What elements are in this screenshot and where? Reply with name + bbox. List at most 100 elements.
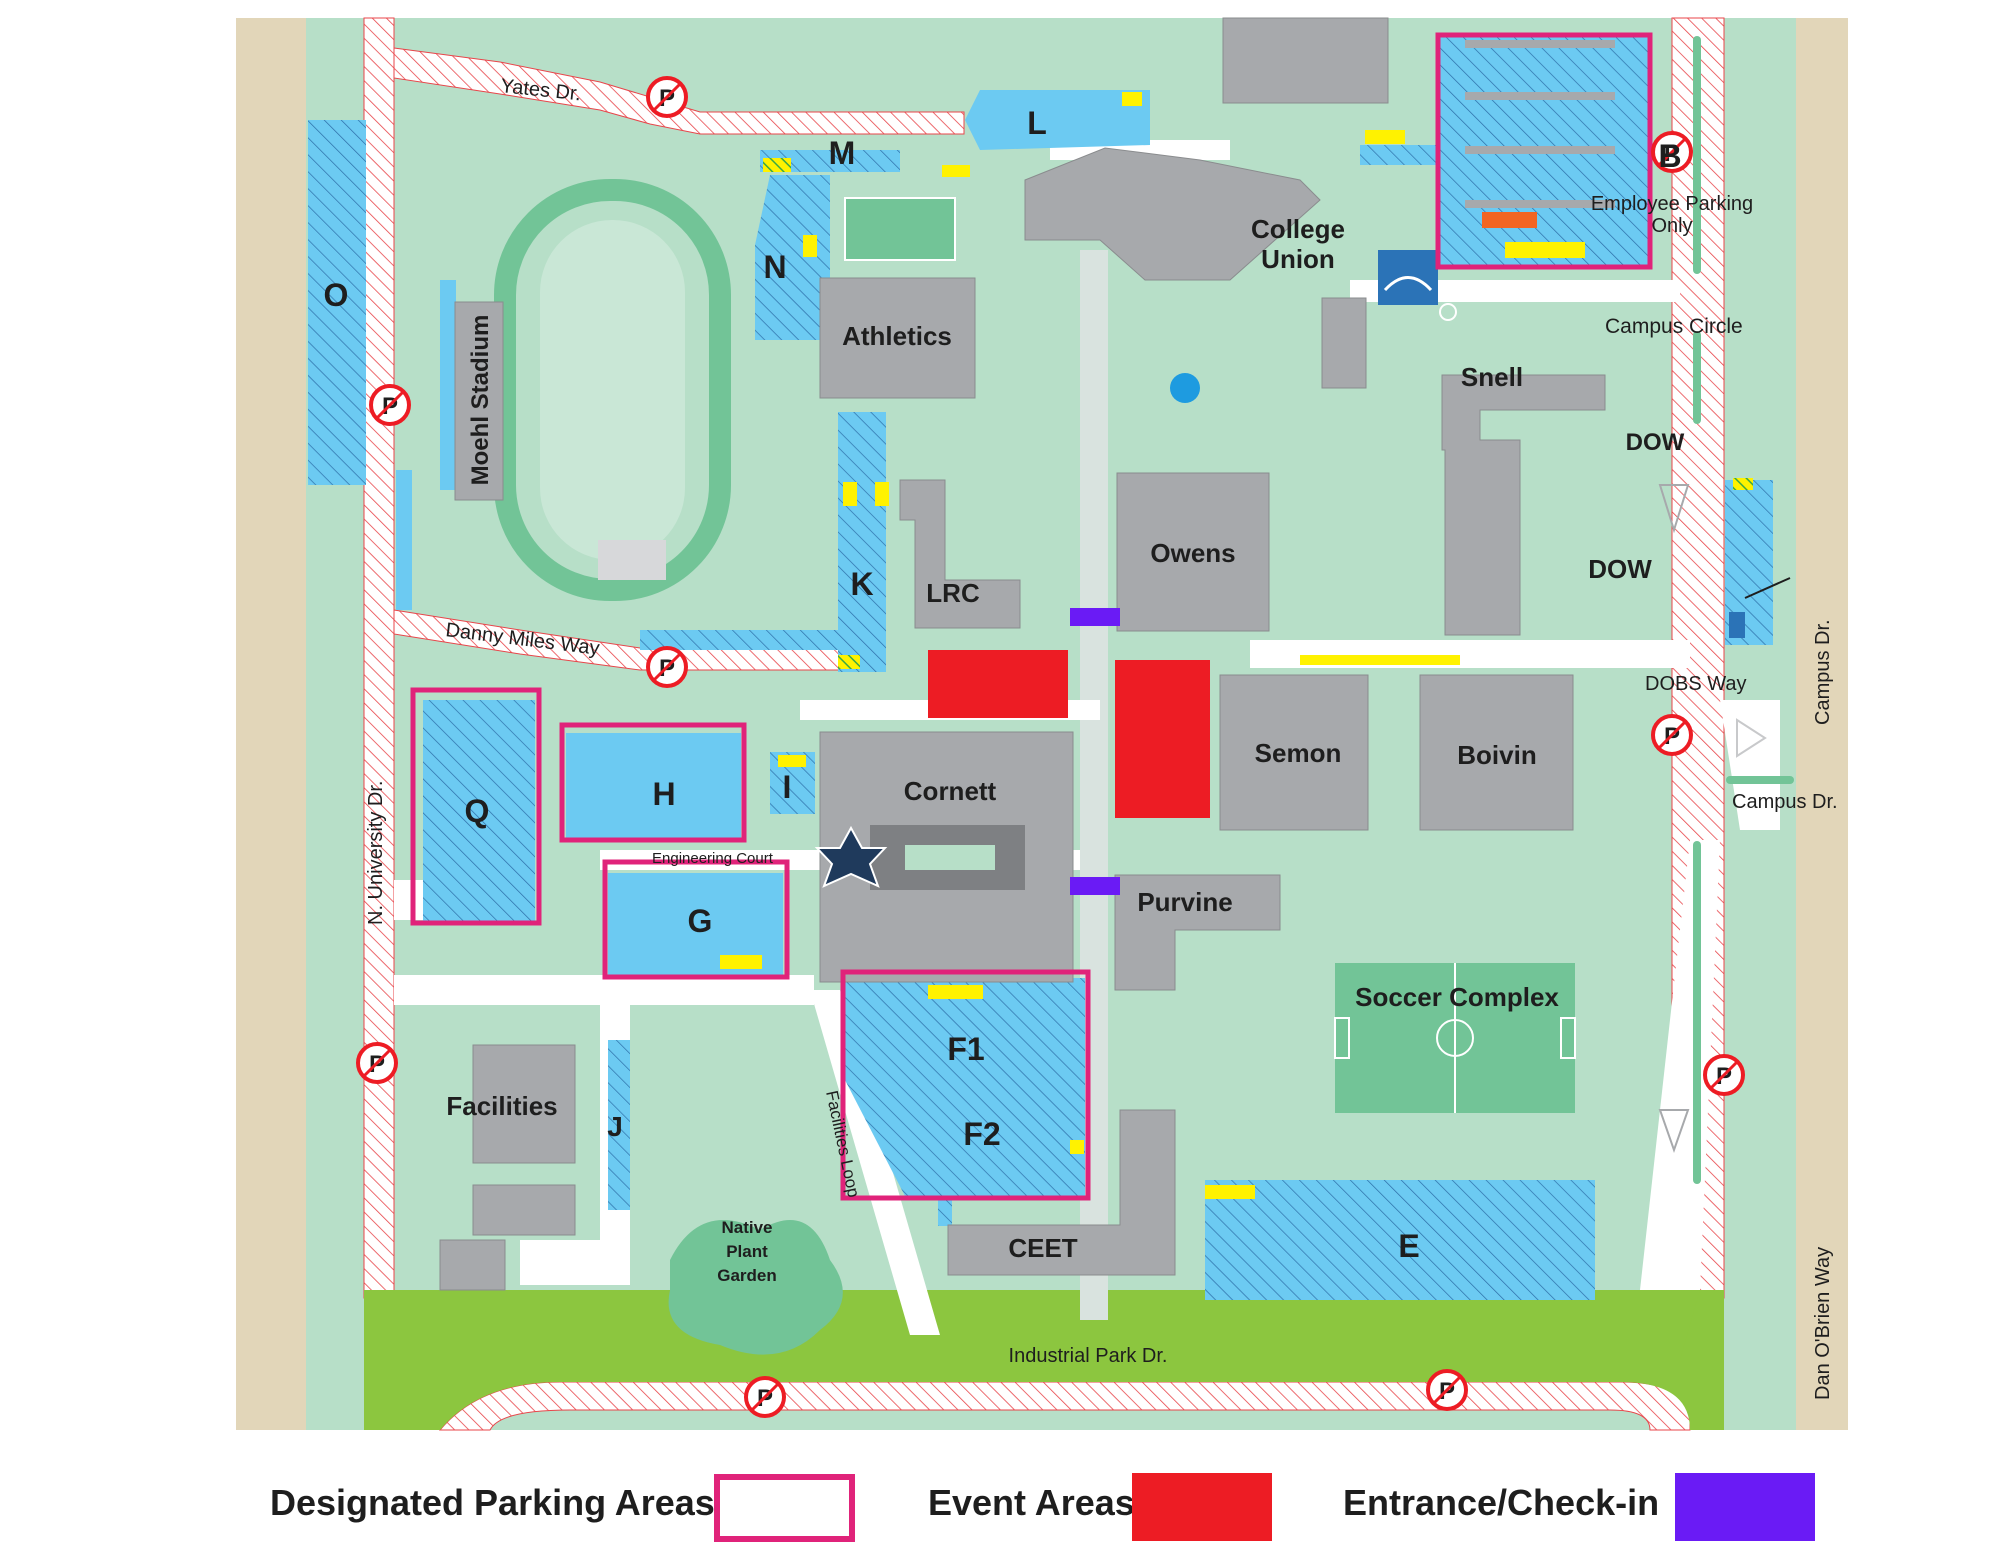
legend-event-label: Event Areas (928, 1482, 1135, 1523)
lot-label-k: K (850, 566, 873, 602)
entrance-1 (1070, 608, 1120, 626)
event-areas (928, 650, 1210, 818)
building-lrc (899, 479, 1021, 629)
tan-border-right (1796, 18, 1848, 1430)
garden-label-2: Plant (726, 1242, 768, 1261)
lot-label-g: G (688, 903, 713, 939)
legend-event-swatch (1132, 1473, 1272, 1541)
building-label-owens: Owens (1150, 538, 1235, 568)
yellow-markers (720, 92, 1585, 1199)
designated-f (840, 969, 1091, 1201)
building-college-union (1024, 147, 1321, 281)
lot-k (838, 412, 886, 672)
building-ceet (947, 1109, 1176, 1276)
stadium-track (494, 179, 731, 601)
building-snell-small (1321, 297, 1367, 389)
building-label-purvine: Purvine (1137, 887, 1232, 917)
building-label-college: College (1251, 214, 1345, 244)
road-label-campus-circle: Campus Circle (1605, 315, 1743, 338)
lot-label-f1: F1 (947, 1031, 984, 1067)
lot-label-e: E (1398, 1228, 1419, 1264)
building-boivin (1419, 674, 1574, 831)
no-parking-symbols: P P P P P P P P P (356, 76, 1745, 1418)
lot-m (760, 150, 900, 172)
lot-label-q: Q (465, 793, 490, 829)
lot-label-n: N (763, 249, 786, 285)
buildings (439, 17, 1606, 1291)
building-semon (1219, 674, 1369, 831)
lot-l (965, 90, 1150, 150)
building-facilities-2 (472, 1184, 576, 1236)
road-label-dobs-way: DOBS Way (1645, 673, 1747, 695)
garden-label-3: Garden (717, 1266, 777, 1285)
no-parking-9: P (1426, 1369, 1468, 1411)
lot-e (1205, 1180, 1595, 1300)
lot-label-f2: F2 (963, 1116, 1000, 1152)
road-label-campus-dr-vertical: Campus Dr. (1812, 619, 1834, 725)
lot-b-strip (1360, 145, 1440, 165)
building-label-dow-2: DOW (1588, 554, 1652, 584)
employee-note-2: Only (1651, 215, 1692, 237)
building-moehl (454, 301, 504, 501)
ev-charger-icon (1729, 612, 1745, 638)
designated-areas (410, 32, 1653, 1201)
basketball-court (844, 197, 956, 261)
designated-q (410, 687, 542, 926)
garden-label-1: Native (721, 1218, 772, 1237)
entrance-2 (1070, 877, 1120, 895)
building-label-facilities: Facilities (446, 1091, 557, 1121)
building-label-moehl: Moehl Stadium (467, 315, 494, 486)
building-label-union: Union (1261, 244, 1335, 274)
building-label-snell: Snell (1461, 362, 1523, 392)
lot-label-m: M (829, 135, 856, 171)
legend: Designated Parking Areas Event Areas Ent… (270, 1473, 1815, 1542)
lot-o (308, 120, 366, 485)
legend-entrance-label: Entrance/Check-in (1343, 1482, 1659, 1523)
designated-b (1435, 32, 1653, 270)
fountain (1170, 373, 1200, 403)
no-parking-5: P (1651, 714, 1693, 756)
event-area-2 (1115, 660, 1210, 818)
legend-designated-label: Designated Parking Areas (270, 1482, 715, 1523)
parking-lots (308, 35, 1773, 1300)
lot-moehl-strip (440, 280, 456, 490)
employee-note-1: Employee Parking (1591, 193, 1753, 215)
building-label-lrc: LRC (926, 578, 980, 608)
building-athletics (819, 277, 976, 399)
no-parking-2: P (1651, 131, 1693, 173)
legend-entrance-swatch (1675, 1473, 1815, 1541)
lot-label-i: I (783, 769, 792, 805)
road-label-industrial-park: Industrial Park Dr. (1009, 1345, 1168, 1367)
lot-j (608, 1040, 630, 1210)
lot-f-strip (938, 1196, 952, 1226)
building-owens (1116, 472, 1270, 632)
building-snell (1441, 374, 1606, 636)
star-logo-icon (814, 825, 888, 888)
building-purvine (1114, 874, 1281, 991)
building-label-dow-1: DOW (1626, 429, 1685, 456)
road-label-n-university: N. University Dr. (365, 781, 387, 925)
lot-f (845, 978, 1085, 1196)
lot-n (755, 175, 830, 340)
building-top (1222, 17, 1389, 104)
lot-q (423, 700, 535, 922)
tan-border-left (236, 18, 306, 1430)
building-label-boivin: Boivin (1457, 740, 1536, 770)
road-label-campus-dr: Campus Dr. (1732, 791, 1838, 813)
designated-h (559, 722, 747, 843)
legend-designated-swatch (714, 1474, 855, 1542)
event-area-1 (928, 650, 1068, 718)
building-label-athletics: Athletics (842, 321, 952, 351)
no-parking-8: P (744, 1376, 786, 1418)
lot-label-l: L (1027, 105, 1047, 141)
lot-label-b: B (1658, 138, 1681, 174)
lot-left-strip (396, 470, 412, 610)
lot-danny-strip (640, 630, 840, 650)
no-parking-1: P (646, 76, 688, 118)
road-label-engineering-court: Engineering Court (652, 850, 774, 867)
no-parking-4: P (646, 646, 688, 688)
lot-label-o: O (324, 277, 349, 313)
building-facilities-3 (439, 1239, 506, 1291)
building-label-semon: Semon (1255, 738, 1342, 768)
